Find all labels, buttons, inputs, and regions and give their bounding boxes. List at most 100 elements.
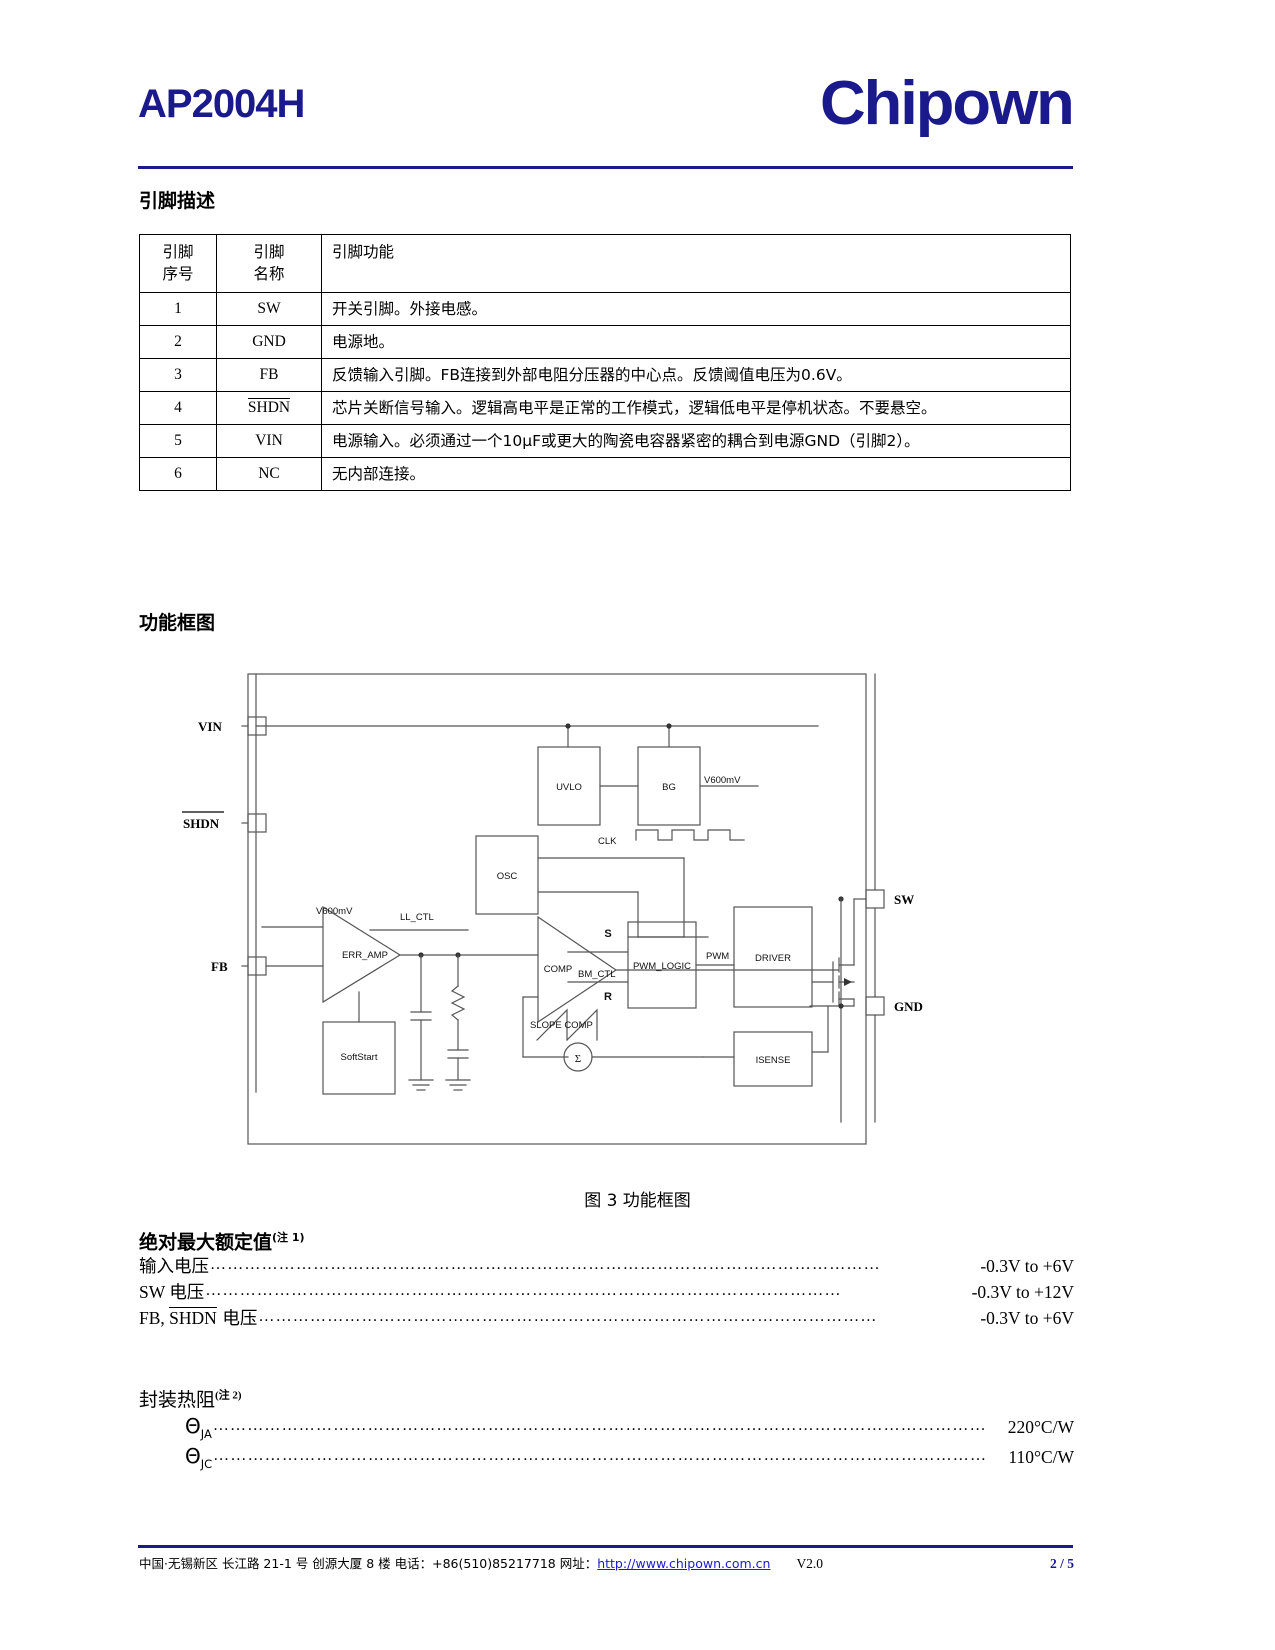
footer-page-number: 2 / 5 xyxy=(1049,1556,1074,1571)
driver-block xyxy=(733,906,813,1008)
label-sigma: Σ xyxy=(575,1053,581,1065)
theta-symbol: ΘJC xyxy=(185,1444,213,1472)
cell-pin-name: NC xyxy=(216,457,322,492)
rating-row-input-voltage: 输入电压 ……………………………………………………………………………………………… xyxy=(139,1254,1074,1280)
thermal-value: 220°C/W xyxy=(1007,1417,1074,1437)
label-v600mv-right: V600mV xyxy=(704,775,741,786)
cell-pin-no: 5 xyxy=(139,423,217,459)
cell-pin-name: SW xyxy=(216,291,322,326)
absolute-max-ratings-title: 绝对最大额定值(注 1) xyxy=(139,1231,1074,1254)
err-amp xyxy=(322,905,402,1004)
cell-pin-function: 电源地。 xyxy=(321,324,1071,359)
label-softstart: SoftStart xyxy=(341,1052,378,1063)
cell-pin-no: 3 xyxy=(139,357,217,392)
label-v600mv-left: V600mV xyxy=(316,906,353,917)
table-row: 4 SHDN 芯片关断信号输入。逻辑高电平是正常的工作模式，逻辑低电平是停机状态… xyxy=(139,390,1071,426)
label-r: R xyxy=(604,991,612,1003)
pin-label-gnd: GND xyxy=(894,999,923,1014)
label-uvlo: UVLO xyxy=(556,782,582,793)
header-pin-no-line1: 引脚 xyxy=(162,243,194,261)
leader-dots: …………………………………………………………………………………………………………… xyxy=(213,1447,988,1465)
rating-label: FB, SHDN 电压 xyxy=(139,1306,258,1329)
label-s: S xyxy=(604,928,611,940)
cell-pin-function: 反馈输入引脚。FB连接到外部电阻分压器的中心点。反馈阈值电压为0.6V。 xyxy=(321,357,1071,392)
pad-sw xyxy=(865,889,885,909)
cell-pin-no: 4 xyxy=(139,390,217,426)
brand-logo: Chipown xyxy=(820,69,1075,138)
pad-shdn xyxy=(247,813,267,833)
label-pwm: PWM xyxy=(706,951,729,962)
pin-description-table: 引脚 序号 引脚 名称 引脚功能 1 SW 开关引脚。外接电感。 2 GND xyxy=(139,234,1071,492)
pin-label-vin: VIN xyxy=(198,719,222,734)
footer-url[interactable]: http://www.chipown.com.cn xyxy=(597,1556,771,1571)
cell-pin-function: 芯片关断信号输入。逻辑高电平是正常的工作模式，逻辑低电平是停机状态。不要悬空。 xyxy=(321,390,1071,426)
header-cell-pin-no: 引脚 序号 xyxy=(139,234,217,293)
label-clk: CLK xyxy=(598,836,617,847)
table-row: 6 NC 无内部连接。 xyxy=(139,457,1071,492)
rating-value: -0.3V to +6V xyxy=(980,1307,1074,1328)
rating-label: SW 电压 xyxy=(139,1281,205,1303)
cell-pin-name: GND xyxy=(216,324,322,359)
thermal-title-text: 封装热阻 xyxy=(139,1389,216,1411)
shdn-overline: SHDN xyxy=(169,1306,217,1328)
header-pin-name-line2: 名称 xyxy=(253,265,285,284)
table-row: 2 GND 电源地。 xyxy=(139,324,1071,359)
isense-block xyxy=(733,1031,813,1087)
leader-dots: ……………………………………………………………………………………………………… xyxy=(210,1256,881,1274)
thermal-title-note: (注 2) xyxy=(215,1389,242,1402)
rating-label: 输入电压 xyxy=(139,1257,209,1278)
cell-pin-no: 2 xyxy=(139,324,217,359)
cell-pin-function: 电源输入。必须通过一个10μF或更大的陶瓷电容器紧密的耦合到电源GND（引脚2）… xyxy=(321,423,1071,459)
part-number-title: AP2004H xyxy=(138,82,305,126)
table-row: 3 FB 反馈输入引脚。FB连接到外部电阻分压器的中心点。反馈阈值电压为0.6V… xyxy=(139,357,1071,392)
cell-pin-name: VIN xyxy=(216,423,322,459)
block-diagram-svg: UVLO BG OSC SoftStart PWM_LOGIC DRIVER I… xyxy=(182,673,923,1145)
footer-version: V2.0 xyxy=(796,1556,824,1571)
page-header: AP2004H Chipown xyxy=(138,69,1075,160)
ratings-title-note: (注 1) xyxy=(272,1231,305,1244)
table-row: 5 VIN 电源输入。必须通过一个10μF或更大的陶瓷电容器紧密的耦合到电源GN… xyxy=(139,423,1071,459)
label-comp: COMP xyxy=(544,964,573,975)
thermal-row-theta-jc: ΘJC ………………………………………………………………………………………………… xyxy=(185,1442,1074,1472)
pin-label-fb: FB xyxy=(211,959,228,974)
header-pin-no-line2: 序号 xyxy=(162,265,194,284)
pad-fb xyxy=(247,956,267,976)
functional-block-diagram: UVLO BG OSC SoftStart PWM_LOGIC DRIVER I… xyxy=(138,652,1073,1172)
cell-pin-name: SHDN xyxy=(216,390,322,426)
label-slope-comp: SLOPE COMP xyxy=(530,1020,593,1031)
table-header-row: 引脚 序号 引脚 名称 引脚功能 xyxy=(139,234,1071,293)
rating-value: -0.3V to +12V xyxy=(971,1281,1074,1302)
label-isense: ISENSE xyxy=(756,1055,791,1066)
absolute-max-ratings-section: 绝对最大额定值(注 1) 输入电压 …………………………………………………………… xyxy=(139,1231,1074,1332)
ratings-title-text: 绝对最大额定值 xyxy=(139,1231,273,1254)
thermal-resistance-section: 封装热阻(注 2) ΘJA ……………………………………………………………………… xyxy=(139,1385,1074,1473)
theta-subscript: JC xyxy=(200,1457,213,1472)
leader-dots: ……………………………………………………………………………………………… xyxy=(258,1307,878,1325)
label-ll-ctl: LL_CTL xyxy=(400,912,434,923)
label-osc: OSC xyxy=(497,871,518,882)
label-bm-ctl: BM_CTL xyxy=(578,969,615,980)
rating-row-sw-voltage: SW 电压 …………………………………………………………………………………………… xyxy=(139,1280,1074,1306)
thermal-title: 封装热阻(注 2) xyxy=(139,1385,1074,1412)
header-pin-name-line1: 引脚 xyxy=(253,243,285,261)
label-driver: DRIVER xyxy=(755,953,791,964)
header-cell-pin-name: 引脚 名称 xyxy=(216,234,322,293)
thermal-value: 110°C/W xyxy=(1008,1447,1074,1468)
label-bg: BG xyxy=(662,782,676,793)
cell-pin-name: FB xyxy=(216,357,322,392)
pin-label-sw: SW xyxy=(894,892,914,907)
pin-label-shdn: SHDN xyxy=(183,816,220,831)
label-err-amp: ERR_AMP xyxy=(342,950,388,961)
header-divider xyxy=(138,166,1073,169)
theta-symbol: ΘJA xyxy=(185,1414,212,1441)
figure-caption: 图 3 功能框图 xyxy=(584,1191,691,1211)
cell-pin-no: 6 xyxy=(139,457,217,492)
rating-value: -0.3V to +6V xyxy=(980,1256,1074,1277)
cell-pin-function: 开关引脚。外接电感。 xyxy=(321,291,1071,326)
page-footer: 中国·无锡新区 长江路 21-1 号 创源大厦 8 楼 电话：+86(510)8… xyxy=(139,1553,1074,1572)
osc-block xyxy=(475,835,539,915)
pad-gnd xyxy=(865,996,885,1016)
table-row: 1 SW 开关引脚。外接电感。 xyxy=(139,291,1071,326)
footer-divider xyxy=(138,1545,1073,1548)
